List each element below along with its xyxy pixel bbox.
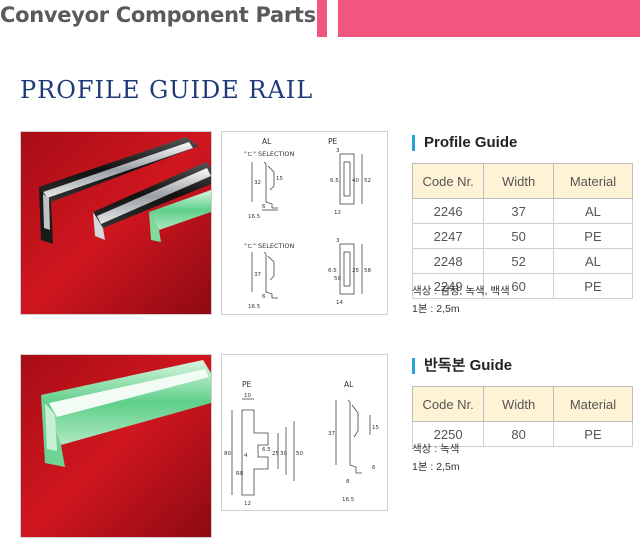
dim-r8: R8 xyxy=(236,471,244,477)
cell-code: 2246 xyxy=(411,198,485,224)
cell-width: 60 xyxy=(483,273,554,299)
note-color: 색상 : 녹색 xyxy=(412,443,460,455)
profile-guide-drawing: AL PE "ㄷ" SELECTION "ㄷ" SELECTION 32 15 … xyxy=(221,131,388,315)
dim-25: 25 xyxy=(352,268,359,274)
table-row: 2250 80 PE xyxy=(411,421,634,447)
drawing-selection-1: "ㄷ" SELECTION xyxy=(244,150,295,158)
dim-15: 15 xyxy=(372,425,379,431)
table-row: 2249 60 PE xyxy=(411,273,634,299)
cell-material: PE xyxy=(552,273,634,299)
cell-code: 2249 xyxy=(411,273,485,299)
section-title: PROFILE GUIDE RAIL xyxy=(20,76,314,104)
cell-material: PE xyxy=(552,223,634,249)
note-color: 색상 : 검정, 녹색, 백색 xyxy=(412,285,510,297)
cell-width: 52 xyxy=(483,248,554,274)
cell-material: PE xyxy=(552,421,634,447)
dim-80: 80 xyxy=(224,451,231,457)
cell-code: 2247 xyxy=(411,223,485,249)
dim-6b: 6 xyxy=(262,294,266,300)
dim-65b: 6.5 xyxy=(328,268,337,274)
header-title: Conveyor Component Parts xyxy=(0,3,316,27)
dim-3b: 3 xyxy=(336,238,340,244)
dim-25: 25 xyxy=(272,451,279,457)
cell-width: 50 xyxy=(483,223,554,249)
half-guide-notes: 색상 : 녹색 1본 : 2,5m xyxy=(412,440,460,476)
col-code-nr: Code Nr. xyxy=(411,386,485,422)
cell-width: 37 xyxy=(483,198,554,224)
header-accent-bar-small xyxy=(317,0,327,37)
table-row: 2247 50 PE xyxy=(411,223,634,249)
dim-10: 10 xyxy=(244,393,251,399)
profile-guide-table: Code Nr. Width Material 2246 37 AL 2247 … xyxy=(411,163,634,299)
drawing-label-pe: PE xyxy=(242,380,252,389)
dim-12: 12 xyxy=(334,210,341,216)
col-material: Material xyxy=(552,163,634,199)
cell-width: 80 xyxy=(483,421,554,447)
drawing-label-al: AL xyxy=(262,137,272,146)
cell-material: AL xyxy=(552,248,634,274)
dim-165: 16.5 xyxy=(342,497,355,503)
dim-32: 32 xyxy=(254,180,261,186)
dim-12: 12 xyxy=(244,501,251,507)
drawing-label-al: AL xyxy=(344,380,354,389)
profile-guide-notes: 색상 : 검정, 녹색, 백색 1본 : 2,5m xyxy=(412,282,510,318)
dim-6: 6 xyxy=(372,465,376,471)
col-width: Width xyxy=(483,386,554,422)
dim-65a: 6.5 xyxy=(330,178,339,184)
dim-4: 4 xyxy=(244,453,248,459)
dim-40: 40 xyxy=(352,178,359,184)
note-length: 1본 : 2,5m xyxy=(412,303,460,315)
dim-165b: 16.5 xyxy=(248,304,261,310)
dim-30: 30 xyxy=(280,451,287,457)
dim-50: 50 xyxy=(296,451,303,457)
profile-guide-title: Profile Guide xyxy=(412,135,517,151)
col-material: Material xyxy=(552,386,634,422)
half-guide-table: Code Nr. Width Material 2250 80 PE xyxy=(411,386,634,447)
note-length: 1본 : 2,5m xyxy=(412,461,460,473)
dim-50: 50 xyxy=(334,276,341,282)
dim-15: 15 xyxy=(276,176,283,182)
dim-52: 52 xyxy=(364,178,371,184)
col-code-nr: Code Nr. xyxy=(411,163,485,199)
dim-165a: 16.5 xyxy=(248,214,261,220)
header-accent-bar xyxy=(338,0,640,37)
dim-14: 14 xyxy=(336,300,343,306)
dim-58: 58 xyxy=(364,268,371,274)
dim-8: 8 xyxy=(346,479,350,485)
half-guide-photo xyxy=(20,354,212,538)
dim-3a: 3 xyxy=(336,148,340,154)
dim-65: 6.5 xyxy=(262,447,271,453)
table-row: 2248 52 AL xyxy=(411,248,634,274)
drawing-selection-2: "ㄷ" SELECTION xyxy=(244,242,295,250)
cell-code: 2248 xyxy=(411,248,485,274)
half-guide-title: 반독본 Guide xyxy=(412,358,512,374)
half-guide-drawing: PE AL 10 80 4 6.5 25 30 50 R8 12 37 15 6… xyxy=(221,354,388,511)
col-width: Width xyxy=(483,163,554,199)
profile-guide-photo xyxy=(20,131,212,315)
dim-37: 37 xyxy=(328,431,335,437)
cell-code: 2250 xyxy=(411,421,485,447)
dim-37: 37 xyxy=(254,272,261,278)
table-row: 2246 37 AL xyxy=(411,198,634,224)
dim-6a: 6 xyxy=(262,204,266,210)
drawing-label-pe: PE xyxy=(328,137,338,146)
cell-material: AL xyxy=(552,198,634,224)
